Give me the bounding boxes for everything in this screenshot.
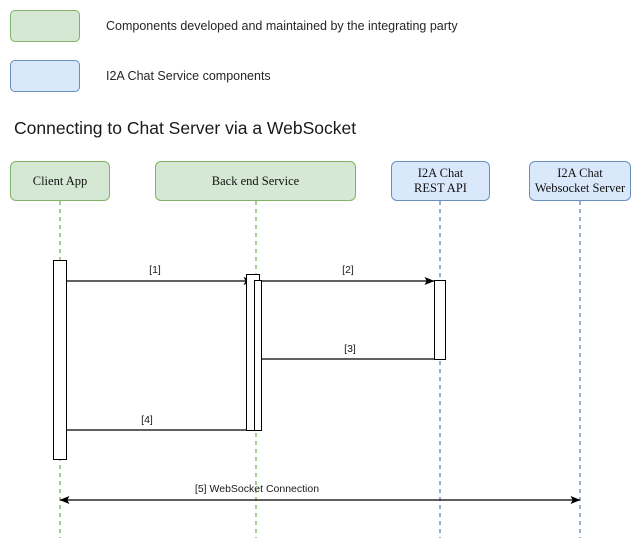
message-label-msg-2: [2] bbox=[342, 264, 354, 276]
lifeline-header-i2a-chat-websocket-server[interactable]: I2A Chat Websocket Server bbox=[529, 161, 631, 201]
legend-item-integrator: Components developed and maintained by t… bbox=[10, 10, 458, 42]
message-label-msg-1: [1] bbox=[149, 264, 161, 276]
legend-item-i2a: I2A Chat Service components bbox=[10, 60, 271, 92]
lifeline-label-back-end-service: Back end Service bbox=[211, 173, 300, 188]
lifeline-header-client-app[interactable]: Client App bbox=[10, 161, 110, 201]
lifeline-label-i2a-chat-rest-api: I2A Chat REST API bbox=[414, 166, 467, 195]
rest-api-activation bbox=[434, 280, 446, 360]
page-title: Connecting to Chat Server via a WebSocke… bbox=[14, 118, 357, 138]
message-arrows bbox=[57, 277, 581, 504]
message-label-msg-4: [4] bbox=[141, 414, 153, 426]
legend-label-i2a: I2A Chat Service components bbox=[106, 68, 271, 83]
lifeline-label-client-app: Client App bbox=[32, 173, 88, 188]
legend-swatch-green bbox=[10, 10, 80, 42]
lifeline-label-i2a-chat-websocket-server: I2A Chat Websocket Server bbox=[534, 166, 626, 195]
message-label-msg-5: [5] WebSocket Connection bbox=[194, 483, 320, 495]
message-label-msg-3: [3] bbox=[344, 343, 356, 355]
legend-swatch-blue bbox=[10, 60, 80, 92]
legend-label-integrator: Components developed and maintained by t… bbox=[106, 18, 458, 33]
client-app-activation bbox=[53, 260, 67, 460]
back-end-activation-inner bbox=[254, 280, 262, 431]
lifeline-header-i2a-chat-rest-api[interactable]: I2A Chat REST API bbox=[391, 161, 490, 201]
lifeline-header-back-end-service[interactable]: Back end Service bbox=[155, 161, 356, 201]
lifeline-axes bbox=[59, 201, 581, 538]
